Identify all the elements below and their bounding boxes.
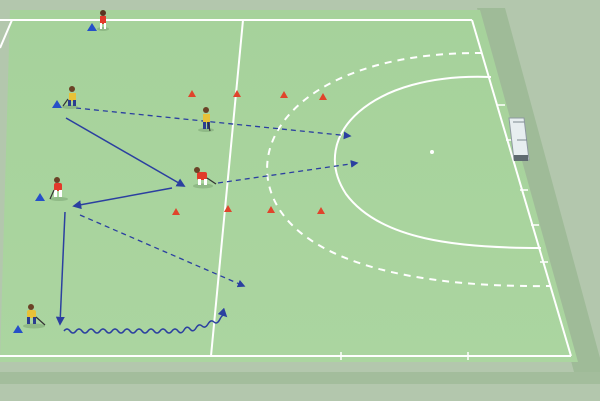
cone [188,90,196,97]
passes [55,117,186,326]
player-red [193,167,217,189]
player-yellow [62,86,78,109]
penalty-spot [430,150,434,154]
pass-arrow [72,187,173,210]
cone [233,90,241,97]
player-yellow [198,107,214,132]
quarter-line [210,19,244,357]
cones [172,90,327,215]
pitch-side-board [477,8,600,372]
cone [267,206,275,213]
runs [75,107,359,288]
player-red [97,10,109,31]
dribble-arrow [63,307,228,334]
run-arrow [79,214,246,288]
dashed-circle [266,51,551,288]
pitch-lines [0,19,572,357]
pitch-surface [0,10,578,362]
pass-arrow [55,211,66,326]
pass-arrow [65,117,186,187]
marker [35,193,45,201]
marker [13,325,23,333]
cone [317,207,325,214]
cone [224,205,232,212]
marker [52,100,62,108]
cone [280,91,288,98]
cone [172,208,180,215]
cone [319,93,327,100]
player-yellow [23,304,46,329]
marker [87,23,97,31]
player-red [49,177,68,201]
run-arrow [217,160,359,184]
start-markers [13,23,97,333]
left-line [0,19,13,49]
goal [508,117,530,161]
shooting-circle [333,75,542,249]
run-arrow [75,107,352,140]
pitch-bottom-board [0,372,600,384]
